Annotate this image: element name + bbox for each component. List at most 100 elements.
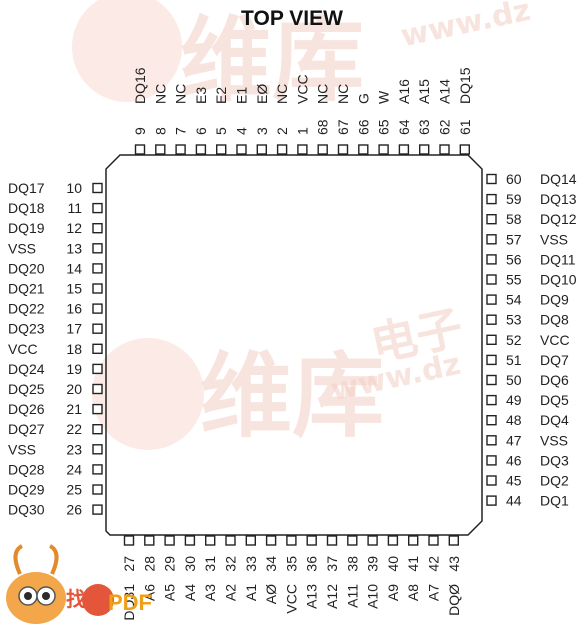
left-pin-number: 23 — [66, 441, 82, 457]
top-pin-label: EØ — [254, 84, 270, 104]
right-pin-label: DQ1 — [540, 493, 569, 509]
top-pin-label: W — [376, 90, 392, 104]
left-pin-label: DQ24 — [8, 361, 45, 377]
right-pin-number: 50 — [506, 372, 522, 388]
right-pin-pad — [486, 435, 497, 446]
top-pin-label: DQ15 — [457, 67, 473, 104]
top-pin-label: DQ16 — [132, 67, 148, 104]
left-pin-pad — [92, 363, 103, 375]
top-pin-pad — [175, 144, 186, 155]
bottom-pin-label: A2 — [223, 584, 239, 601]
right-pin-label: VCC — [540, 332, 570, 348]
bottom-pin-pad — [164, 535, 175, 546]
top-pin-number: 4 — [234, 127, 250, 135]
right-pin-label: DQ12 — [540, 211, 577, 227]
top-pin-label: NC — [315, 84, 331, 104]
page-title: TOP VIEW — [241, 7, 343, 30]
right-pin-label: DQ8 — [540, 312, 569, 328]
right-pin-number: 49 — [506, 392, 522, 408]
right-pin-label: DQ3 — [540, 452, 569, 468]
bottom-pin-pad — [428, 535, 439, 546]
top-pin-label: VCC — [294, 74, 310, 104]
top-pin-pad — [398, 144, 410, 155]
bottom-pin-pad — [245, 535, 257, 546]
left-pin-label: VSS — [8, 240, 36, 256]
bottom-pin-number: 34 — [263, 556, 279, 572]
top-pin-pad — [378, 144, 389, 155]
left-pin-label: DQ29 — [8, 482, 45, 498]
top-pin-pad — [256, 144, 267, 155]
left-pin-label: DQ20 — [8, 260, 45, 276]
bottom-pin-pad — [408, 535, 419, 546]
right-pin-number: 44 — [506, 493, 522, 509]
right-pin-number: 51 — [506, 352, 522, 368]
left-pin-number: 11 — [67, 200, 82, 216]
right-pin-number: 46 — [506, 452, 522, 468]
right-pin-pad — [486, 455, 497, 466]
right-pin-number: 58 — [506, 211, 522, 227]
right-pin-pad — [486, 234, 497, 245]
top-pin-number: 67 — [335, 119, 351, 135]
bottom-pin-label: VCC — [283, 584, 299, 614]
left-pin-number: 12 — [66, 220, 82, 236]
bottom-pin-label: A3 — [202, 584, 218, 601]
top-pin-label: E2 — [213, 87, 229, 104]
left-pin-pad — [92, 504, 103, 515]
bottom-pin-pad — [306, 535, 317, 546]
left-pin-label: DQ26 — [8, 401, 45, 417]
right-pin-label: DQ10 — [540, 272, 577, 288]
left-pin-label: DQ25 — [8, 381, 45, 397]
bottom-pin-label: A6 — [141, 584, 157, 601]
right-pin-pad — [486, 374, 497, 386]
left-pin-label: DQ22 — [8, 301, 45, 317]
left-pin-number: 14 — [66, 260, 82, 276]
right-pin-pad — [486, 394, 497, 406]
right-pin-label: DQ7 — [540, 352, 569, 368]
right-pin-pad — [486, 274, 497, 285]
right-pin-pad — [486, 334, 497, 345]
left-pin-pad — [92, 182, 103, 194]
bottom-pin-number: 36 — [304, 556, 320, 572]
top-pin-pad — [134, 144, 146, 155]
right-pin-number: 55 — [506, 272, 522, 288]
bottom-pin-label: A1 — [243, 584, 259, 601]
left-pin-number: 24 — [66, 461, 82, 477]
right-pin-pad — [486, 213, 497, 225]
bottom-pin-pad — [204, 535, 216, 546]
top-pin-pad — [236, 144, 247, 155]
bottom-pin-label: A9 — [385, 584, 401, 601]
left-pin-label: DQ18 — [8, 200, 45, 216]
right-pin-pad — [486, 314, 497, 325]
top-pin-pad — [215, 144, 227, 155]
right-pin-label: DQ11 — [540, 251, 576, 267]
top-pin-number: 7 — [173, 127, 189, 135]
top-pin-label: A14 — [437, 79, 453, 104]
logo-pdf-text: PDF — [108, 590, 152, 615]
top-pin-number: 64 — [396, 119, 412, 135]
top-pin-number: 66 — [355, 119, 371, 135]
bottom-pin-label: AØ — [263, 584, 279, 604]
bottom-pin-pad — [123, 535, 135, 546]
left-pin-label: DQ28 — [8, 461, 45, 477]
top-pin-label: NC — [274, 84, 290, 104]
left-pin-label: DQ19 — [8, 220, 45, 236]
bottom-pin-number: 39 — [365, 556, 381, 572]
right-pin-pad — [486, 415, 497, 426]
bottom-pin-label: A4 — [182, 584, 198, 601]
right-pin-number: 47 — [506, 432, 522, 448]
top-pin-number: 2 — [274, 127, 290, 135]
bottom-pin-number: 31 — [202, 556, 218, 572]
left-pin-label: DQ30 — [8, 502, 45, 518]
left-pin-number: 19 — [66, 361, 82, 377]
top-pin-number: 5 — [213, 127, 229, 135]
bottom-pin-pad — [387, 535, 399, 546]
left-pin-number: 21 — [66, 401, 82, 417]
top-pin-number: 63 — [416, 119, 432, 135]
top-pin-pad — [459, 144, 470, 155]
left-pin-number: 10 — [66, 180, 82, 196]
bottom-pin-label: A7 — [426, 584, 442, 601]
left-pin-label: DQ21 — [8, 281, 45, 297]
right-pin-label: DQ14 — [540, 171, 577, 187]
top-pin-label: A15 — [416, 79, 432, 104]
right-pin-label: VSS — [540, 432, 568, 448]
